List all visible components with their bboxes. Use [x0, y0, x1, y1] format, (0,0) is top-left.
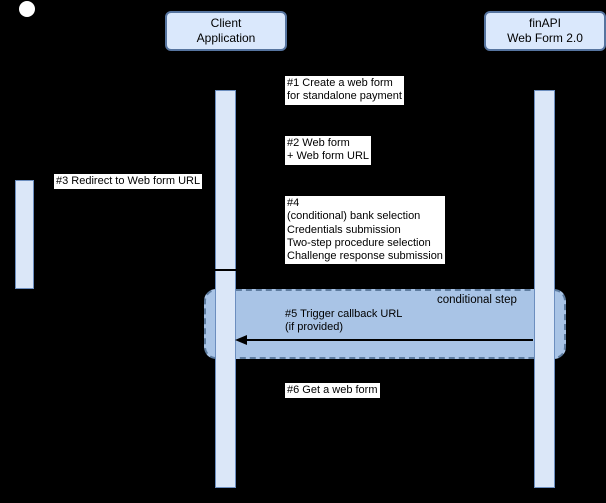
actor-client-label-line2: Application — [196, 31, 256, 45]
message-6-line1: #6 Get a web form — [287, 384, 378, 396]
activation-bar-client — [215, 90, 236, 488]
message-4-line2: (conditional) bank selection — [287, 210, 421, 223]
conditional-step-label: conditional step — [437, 294, 517, 306]
message-4-line4: Two-step procedure selection — [287, 236, 431, 249]
callback-arrow-head-icon — [235, 335, 247, 345]
message-5-line1: #5 Trigger callback URL — [285, 308, 403, 320]
actor-finapi-label-line1: finAPI — [528, 16, 561, 30]
message-5-trigger-callback: #5 Trigger callback URL (if provided) — [285, 308, 402, 335]
message-1-line1: #1 Create a web form — [287, 77, 393, 89]
message-1-line2: for standalone payment — [287, 90, 402, 103]
message-4-line5: Challenge response submission — [287, 250, 443, 263]
message-2-line2: + Web form URL — [287, 150, 370, 163]
message-1-create-web-form: #1 Create a web form for standalone paym… — [285, 76, 404, 105]
conditional-step-container — [204, 289, 566, 359]
activation-bar-browser — [15, 180, 34, 289]
message-4-user-steps: #4 (conditional) bank selection Credenti… — [285, 196, 445, 265]
actor-finapi-label-line2: Web Form 2.0 — [507, 31, 583, 45]
start-node-icon — [19, 1, 35, 17]
callback-arrow-line — [245, 339, 533, 341]
message-4-line3: Credentials submission — [287, 223, 401, 236]
message-2-line1: #2 Web form — [287, 137, 350, 149]
message-4-line1: #4 — [287, 197, 300, 209]
activation-bar-finapi — [534, 90, 555, 488]
message-6-get-web-form: #6 Get a web form — [285, 383, 380, 399]
message-3-redirect: #3 Redirect to Web form URL — [54, 174, 203, 190]
actor-client-label-line1: Client — [210, 16, 242, 30]
message-5-line2: (if provided) — [285, 321, 344, 334]
activation-bar-client-divider — [215, 269, 236, 271]
message-2-web-form-url: #2 Web form + Web form URL — [285, 136, 372, 165]
actor-client-application: Client Application — [165, 11, 287, 51]
actor-finapi-webform: finAPI Web Form 2.0 — [484, 11, 606, 51]
message-3-line1: #3 Redirect to Web form URL — [56, 175, 201, 187]
